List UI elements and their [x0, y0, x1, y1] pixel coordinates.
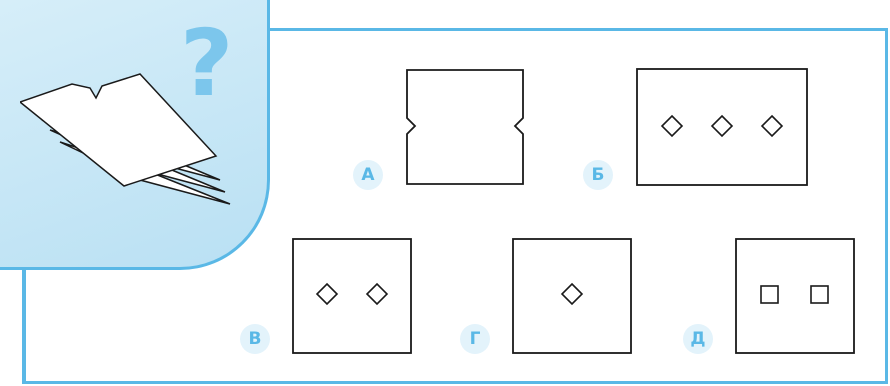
option-v-letter[interactable]: В: [240, 324, 270, 354]
option-a-letter[interactable]: А: [353, 160, 383, 190]
option-b[interactable]: [636, 68, 808, 186]
option-d[interactable]: [735, 238, 855, 354]
two-square-holes-sheet-icon: [735, 238, 855, 354]
option-b-letter[interactable]: Б: [583, 160, 613, 190]
square-hole: [811, 286, 828, 303]
option-d-letter[interactable]: Д: [683, 324, 713, 354]
square-hole: [761, 286, 778, 303]
option-g-letter[interactable]: Г: [460, 324, 490, 354]
notched-sides-sheet-icon: [405, 68, 525, 186]
one-diamond-hole-sheet-icon: [512, 238, 632, 354]
three-diamond-holes-sheet-icon: [636, 68, 808, 186]
folded-paper-icon: [20, 70, 240, 230]
option-v[interactable]: [292, 238, 412, 354]
two-diamond-holes-sheet-icon: [292, 238, 412, 354]
option-g[interactable]: [512, 238, 632, 354]
question-card: ?: [0, 0, 270, 270]
option-a[interactable]: [405, 68, 525, 186]
